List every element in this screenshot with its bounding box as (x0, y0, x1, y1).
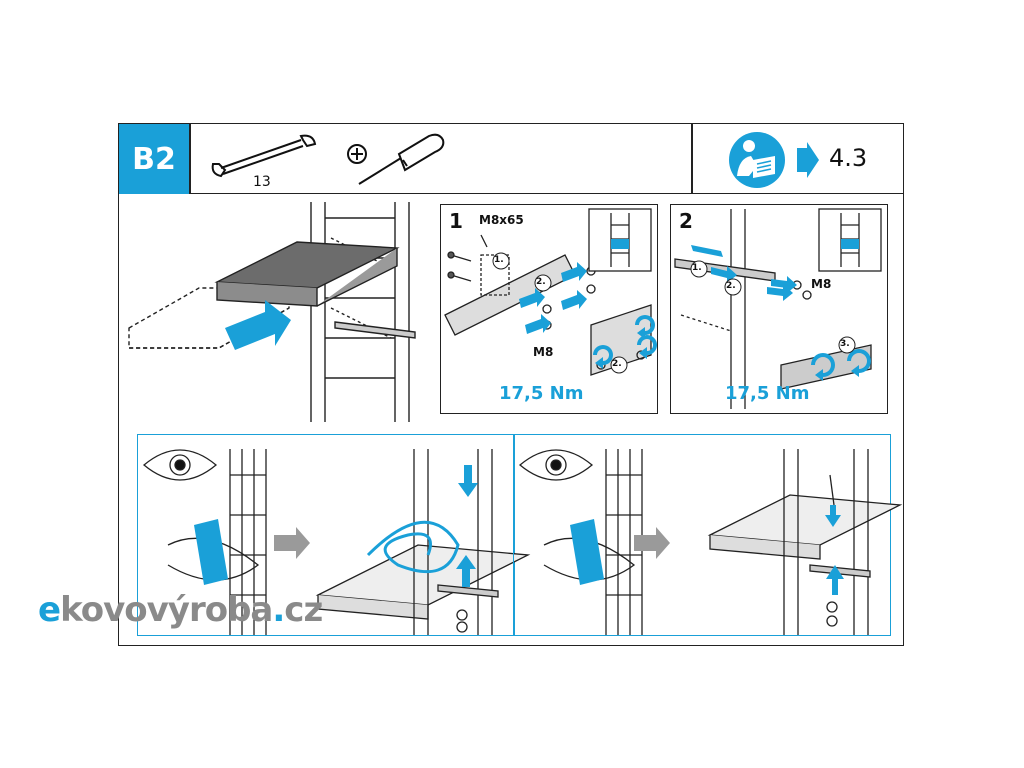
cable-routing-panel-right (513, 434, 903, 636)
logo-e: e (38, 590, 61, 630)
reference-section: 4.3 (829, 144, 868, 172)
step-2-number: 2 (679, 209, 693, 233)
callout-1-step-2: 1. (692, 263, 702, 273)
bolt-size-label: M8x65 (479, 213, 524, 227)
watermark-logo: ekovovýroba.cz (38, 590, 323, 630)
instruction-sheet: B2 13 (118, 123, 904, 646)
logo-dot: . (272, 590, 285, 630)
cable-routing-panel-left (137, 434, 531, 636)
wrench-size-label: 13 (253, 174, 271, 190)
callout-3-step-2: 3. (840, 339, 850, 349)
arrow-right-icon (274, 527, 310, 559)
callout-2-step-1: 2. (536, 277, 546, 287)
arrow-right-icon (797, 142, 819, 178)
nut-size-label: M8 (533, 345, 554, 359)
shelf-insertion-illustration (128, 202, 416, 422)
logo-main: kovovýroba (60, 590, 273, 630)
sheet-header: B2 13 (119, 124, 903, 194)
read-manual-icon (729, 132, 819, 188)
wrench-icon (211, 134, 317, 178)
torque-value-step-2: 17,5 Nm (725, 383, 810, 404)
callout-3-step-1: 2. (612, 359, 622, 369)
step-badge: B2 (119, 124, 189, 194)
logo-tld: cz (284, 590, 323, 630)
nut-size-label-step-2: M8 (811, 277, 832, 291)
step-1-illustration (444, 208, 657, 376)
phillips-screwdriver-icon (347, 133, 445, 185)
step-2-panel: 2 (670, 204, 888, 414)
step-1-number: 1 (449, 209, 463, 233)
cable-routing-illustration-right (518, 449, 903, 635)
cable-routing-illustration-left (142, 449, 531, 635)
step-2-illustration (674, 208, 882, 409)
callout-2-step-2: 2. (726, 281, 736, 291)
torque-value-step-1: 17,5 Nm (499, 383, 584, 404)
arrow-right-icon (634, 527, 670, 559)
step-1-panel: 1 M8x65 (440, 204, 658, 414)
callout-1-step-1: 1. (494, 255, 504, 265)
push-arrow-icon (225, 300, 291, 350)
